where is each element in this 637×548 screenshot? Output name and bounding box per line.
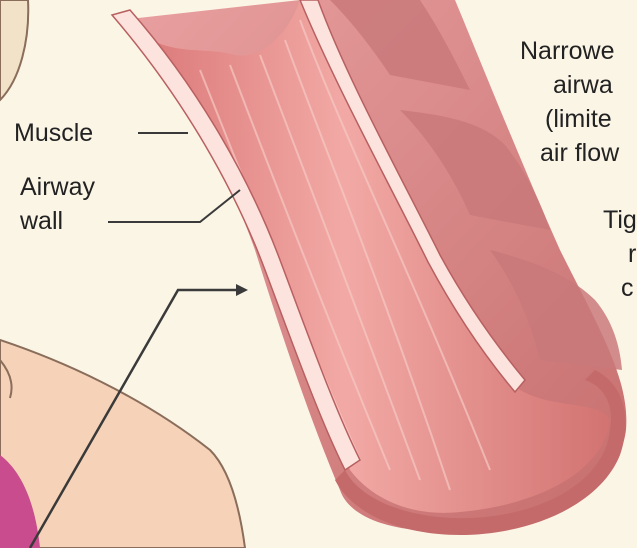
label-tight-line1: Tig [603, 205, 637, 235]
label-tight-line2: r [628, 239, 636, 269]
label-narrowed-line3: (limite [545, 104, 612, 134]
label-tight-line3: c [621, 273, 634, 303]
pointer-arrowhead [236, 284, 248, 296]
neck-shape [0, 0, 28, 100]
label-airway-wall-line2: wall [20, 206, 63, 236]
label-narrowed-line1: Narrowe [520, 36, 637, 66]
airway-wall-leader-line [108, 190, 240, 222]
label-narrowed-line4: air flow [540, 138, 619, 168]
label-airway-wall-line1: Airway [20, 172, 95, 202]
label-narrowed-line2: airwa [553, 70, 613, 100]
label-muscle: Muscle [14, 118, 93, 148]
body-shoulder-shape [0, 340, 245, 548]
